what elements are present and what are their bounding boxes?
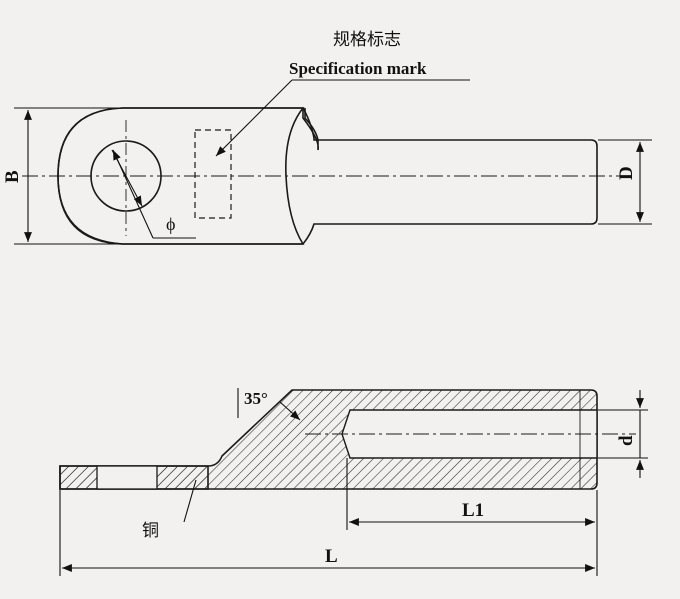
spec-mark-en-label: Specification mark bbox=[289, 59, 427, 78]
dimension-phi bbox=[111, 149, 196, 239]
angle-35-label: 35° bbox=[244, 389, 268, 408]
dimension-L1 bbox=[346, 458, 598, 576]
copper-leader bbox=[183, 479, 197, 523]
dimension-L-label: L bbox=[325, 546, 338, 567]
angle-35 bbox=[237, 388, 301, 421]
dimension-L1-label: L1 bbox=[462, 500, 484, 521]
dimension-D bbox=[598, 139, 652, 225]
copper-label: 铜 bbox=[142, 521, 159, 541]
barrel-outline bbox=[302, 107, 598, 245]
lug-outline bbox=[57, 107, 305, 245]
dimension-d-label: d bbox=[616, 435, 637, 446]
dimension-B-label: B bbox=[2, 170, 23, 183]
palm-hole bbox=[96, 465, 158, 490]
dimension-d bbox=[598, 390, 648, 478]
spec-mark-box bbox=[194, 129, 232, 219]
spec-mark-leader bbox=[215, 79, 470, 157]
dimension-D-label: D bbox=[616, 166, 637, 180]
dimension-L bbox=[59, 490, 595, 576]
dimension-phi-label: ϕ bbox=[166, 214, 175, 234]
dimension-B bbox=[14, 107, 122, 245]
spec-mark-cn-label: 规格标志 bbox=[333, 30, 401, 50]
side-view bbox=[59, 389, 598, 490]
